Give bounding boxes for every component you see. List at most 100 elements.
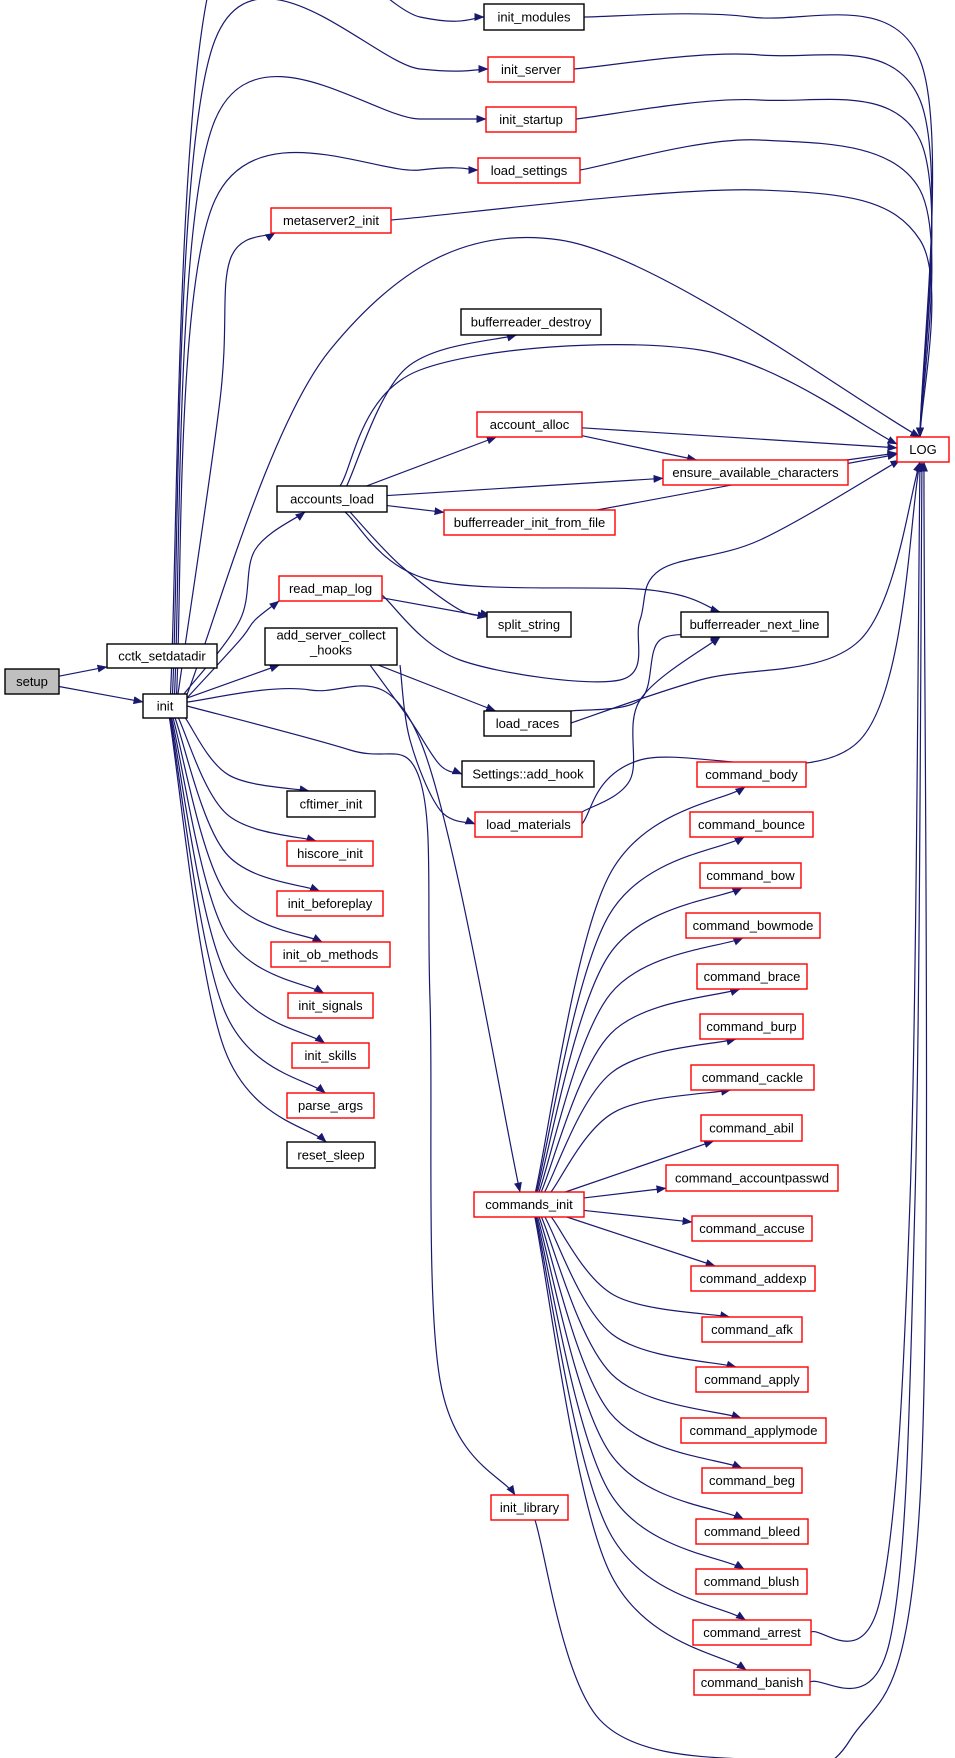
node-label-init_signals: init_signals (298, 998, 363, 1013)
node-command_bow[interactable]: command_bow (699, 862, 802, 889)
node-label-add_server_collect_hooks: add_server_collect (276, 628, 386, 643)
node-init_signals[interactable]: init_signals (287, 992, 374, 1019)
node-split_string[interactable]: split_string (486, 611, 572, 638)
node-accounts_load[interactable]: accounts_load (276, 485, 388, 513)
edge-commands_init-to-command_bleed (536, 1216, 744, 1520)
node-box-init_ob_methods (270, 941, 391, 968)
node-command_afk[interactable]: command_afk (701, 1316, 803, 1343)
node-reset_sleep[interactable]: reset_sleep (286, 1141, 376, 1169)
node-label-split_string: split_string (498, 617, 560, 632)
node-box-parse_args (286, 1092, 375, 1119)
edge-commands_init-to-command_abil (565, 1140, 715, 1193)
edge-load_races-to-bufferreader_next_line (570, 633, 721, 712)
node-label-command_apply: command_apply (704, 1372, 800, 1387)
node-init_modules[interactable]: init_modules (483, 3, 585, 31)
node-command_beg[interactable]: command_beg (701, 1467, 803, 1494)
node-label-cctk_setdatadir: cctk_setdatadir (118, 649, 206, 664)
node-box-load_settings (477, 157, 581, 184)
node-bufferreader_destroy[interactable]: bufferreader_destroy (460, 308, 602, 336)
node-command_addexp[interactable]: command_addexp (690, 1265, 816, 1292)
node-command_arrest[interactable]: command_arrest (692, 1619, 812, 1646)
node-load_materials[interactable]: load_materials (474, 811, 583, 838)
node-hiscore_init[interactable]: hiscore_init (286, 840, 374, 867)
node-init_server[interactable]: init_server (487, 56, 575, 83)
node-init_library[interactable]: init_library (490, 1494, 569, 1521)
node-box-init_skills (291, 1042, 370, 1069)
node-command_applymode[interactable]: command_applymode (680, 1417, 827, 1444)
node-label-command_bleed: command_bleed (704, 1524, 800, 1539)
node-ensure_available_characters[interactable]: ensure_available_characters (662, 459, 849, 486)
edge-command_arrest-to-LOG (810, 461, 924, 1642)
node-box-command_bleed (695, 1518, 809, 1545)
edge-commands_init-to-command_blush (535, 1216, 745, 1570)
node-cftimer_init[interactable]: cftimer_init (286, 790, 376, 818)
edge-accounts_load-to-LOG (339, 344, 898, 487)
node-command_banish[interactable]: command_banish (693, 1669, 811, 1696)
node-box-account_alloc (476, 411, 583, 438)
node-init_ob_methods[interactable]: init_ob_methods (270, 941, 391, 968)
node-command_accuse[interactable]: command_accuse (691, 1215, 813, 1242)
node-command_apply[interactable]: command_apply (695, 1366, 809, 1393)
edge-commands_init-to-command_bow (536, 887, 743, 1193)
node-command_burp[interactable]: command_burp (699, 1013, 804, 1040)
node-box-cftimer_init (286, 790, 376, 818)
node-label-hiscore_init: hiscore_init (297, 846, 363, 861)
node-label-init: init (157, 699, 174, 714)
node-box-command_addexp (690, 1265, 816, 1292)
node-label-load_materials: load_materials (486, 817, 571, 832)
node-parse_args[interactable]: parse_args (286, 1092, 375, 1119)
node-bufferreader_next_line[interactable]: bufferreader_next_line (680, 611, 829, 638)
node-add_server_collect_hooks[interactable]: add_server_collect_hooks (264, 627, 398, 666)
node-box-LOG (896, 436, 950, 463)
node-init_startup[interactable]: init_startup (485, 106, 577, 133)
node-label-command_brace: command_brace (704, 969, 801, 984)
node-box-command_afk (701, 1316, 803, 1343)
node-metaserver2_init[interactable]: metaserver2_init (270, 207, 392, 234)
node-command_bowmode[interactable]: command_bowmode (685, 912, 821, 939)
node-read_map_log[interactable]: read_map_log (278, 575, 383, 602)
edge-init-to-LOG (185, 236, 921, 698)
node-init[interactable]: init (142, 693, 188, 719)
edge-accounts_load-to-bufferreader_destroy (346, 333, 517, 487)
edge-accounts_load-to-bufferreader_init_from_file (386, 504, 445, 516)
node-command_cackle[interactable]: command_cackle (690, 1064, 815, 1091)
edge-accounts_load-to-bufferreader_next_line (344, 511, 721, 613)
node-command_blush[interactable]: command_blush (695, 1568, 808, 1595)
node-init_beforeplay[interactable]: init_beforeplay (276, 890, 384, 917)
edge-setup-to-init (58, 685, 144, 705)
edge-init-to-init_library (186, 705, 516, 1496)
edge-init_server-to-LOG (573, 53, 933, 438)
node-command_accountpasswd[interactable]: command_accountpasswd (665, 1164, 839, 1192)
node-load_settings[interactable]: load_settings (477, 157, 581, 184)
node-label-bufferreader_destroy: bufferreader_destroy (471, 315, 592, 330)
node-box-command_beg (701, 1467, 803, 1494)
node-settings_add_hook[interactable]: Settings::add_hook (461, 760, 595, 788)
node-label-command_accountpasswd: command_accountpasswd (675, 1171, 829, 1186)
node-commands_init[interactable]: commands_init (473, 1191, 585, 1218)
edge-accounts_load-to-ensure_available_characters (386, 474, 664, 497)
node-command_brace[interactable]: command_brace (696, 963, 808, 990)
node-LOG[interactable]: LOG (896, 436, 950, 463)
node-load_races[interactable]: load_races (483, 710, 572, 737)
edge-metaserver2_init-to-LOG (390, 189, 933, 438)
node-box-init_beforeplay (276, 890, 384, 917)
node-cctk_setdatadir[interactable]: cctk_setdatadir (106, 643, 218, 669)
node-command_bounce[interactable]: command_bounce (689, 811, 814, 838)
node-bufferreader_init_from_file[interactable]: bufferreader_init_from_file (443, 509, 616, 536)
edge-commands_init-to-command_brace (540, 988, 741, 1193)
edge-commands_init-to-command_addexp (566, 1216, 716, 1267)
node-account_alloc[interactable]: account_alloc (476, 411, 583, 438)
edge-load_races-to-LOG (570, 461, 921, 724)
node-box-bufferreader_destroy (460, 308, 602, 336)
node-box-command_brace (696, 963, 808, 990)
node-label-init_modules: init_modules (498, 10, 571, 25)
node-init_skills[interactable]: init_skills (291, 1042, 370, 1069)
node-command_bleed[interactable]: command_bleed (695, 1518, 809, 1545)
node-label-init_server: init_server (501, 62, 562, 77)
node-label-init_skills: init_skills (304, 1048, 357, 1063)
node-command_abil[interactable]: command_abil (700, 1114, 803, 1142)
node-command_body[interactable]: command_body (696, 761, 807, 788)
node-label-load_races: load_races (496, 716, 560, 731)
edge-load_materials-to-bufferreader_next_line (581, 636, 721, 813)
node-label-init_library: init_library (500, 1500, 560, 1515)
